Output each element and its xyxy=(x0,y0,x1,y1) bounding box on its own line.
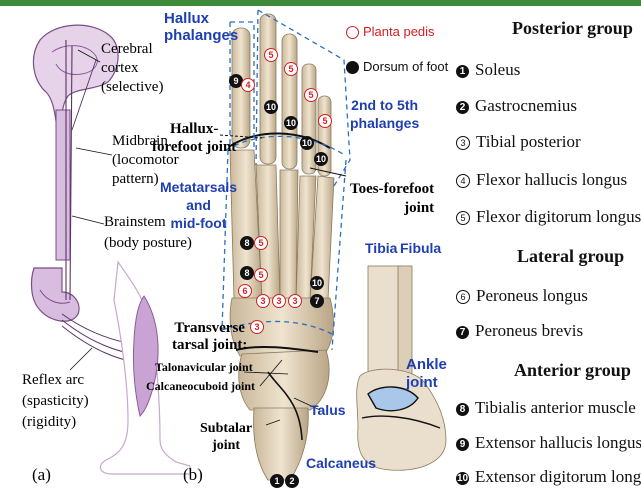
marker-red: 5 xyxy=(264,48,278,62)
talus-label: Talus xyxy=(310,402,346,418)
fibula-label: Fibula xyxy=(400,240,441,256)
reflex-arc-label: Reflex arc (spasticity) (rigidity) xyxy=(22,370,89,433)
marker-dark: 8 xyxy=(240,266,254,280)
legend-lateral-title: Lateral group xyxy=(517,246,624,267)
legend-number: 6 xyxy=(456,290,470,304)
phalanges-2-5-label: 2nd to 5th phalanges xyxy=(350,96,419,132)
legend-label: Extensor digitorum longus xyxy=(475,467,641,486)
marker-red: 3 xyxy=(250,320,264,334)
tibia-label: Tibia xyxy=(365,240,397,256)
ankle-joint-label: Ankle joint xyxy=(406,356,447,392)
legend-label: Gastrocnemius xyxy=(475,96,577,115)
legend-number: 4 xyxy=(456,174,470,188)
marker-red: 5 xyxy=(304,88,318,102)
legend-item-tibial-posterior: 3 Tibial posterior xyxy=(456,132,581,152)
legend-number: 7 xyxy=(456,326,469,339)
calcaneus-label: Calcaneus xyxy=(306,455,376,471)
hallux-forefoot-joint-label: Hallux- forefoot joint xyxy=(152,120,236,156)
legend-label: Flexor hallucis longus xyxy=(476,170,627,189)
key-planta-label: Planta pedis xyxy=(363,24,435,39)
panel-a-label: (a) xyxy=(32,465,51,485)
legend-item-peroneus-longus: 6 Peroneus longus xyxy=(456,286,588,306)
marker-dark: 10 xyxy=(300,136,314,150)
legend-number: 9 xyxy=(456,438,469,451)
marker-dark: 10 xyxy=(314,152,328,166)
legend-number: 8 xyxy=(456,403,469,416)
key-planta-pedis: Planta pedis xyxy=(346,24,435,39)
transverse-tarsal-joint-label: Transverse tarsal joint: xyxy=(172,320,247,354)
marker-red: 5 xyxy=(318,114,332,128)
planta-pedis-swatch-icon xyxy=(346,26,359,39)
talonavicular-joint-label: Talonavicular joint xyxy=(155,360,253,375)
legend-item-extensor-digitorum: 10 Extensor digitorum longus xyxy=(456,467,641,487)
calcaneocuboid-joint-label: Calcaneocuboid joint xyxy=(146,379,255,394)
legend-label: Extensor hallucis longus xyxy=(475,433,641,452)
key-dorsum-of-foot: Dorsum of foot xyxy=(346,59,448,74)
marker-red: 5 xyxy=(284,62,298,76)
metatarsals-label: Metatarsals and mid-foot xyxy=(160,178,237,232)
legend-label: Flexor digitorum longus xyxy=(476,207,641,226)
marker-dark: 1 xyxy=(270,474,284,488)
legend-number: 5 xyxy=(456,211,470,225)
marker-dark: 2 xyxy=(285,474,299,488)
hallux-phalanges-label: Hallux phalanges xyxy=(164,10,238,44)
legend-item-extensor-hallucis: 9 Extensor hallucis longus xyxy=(456,433,641,453)
marker-dark: 7 xyxy=(310,294,324,308)
legend-label: Soleus xyxy=(475,60,520,79)
marker-red: 3 xyxy=(256,294,270,308)
legend-item-soleus: 1 Soleus xyxy=(456,60,520,80)
marker-red: 4 xyxy=(241,78,255,92)
panel-b-label: (b) xyxy=(183,465,203,485)
legend-posterior-title: Posterior group xyxy=(512,18,633,39)
dorsum-swatch-icon xyxy=(346,61,359,74)
legend-item-gastrocnemius: 2 Gastrocnemius xyxy=(456,96,577,116)
key-dorsum-label: Dorsum of foot xyxy=(363,59,448,74)
legend-anterior-title: Anterior group xyxy=(514,360,631,381)
legend-item-tibialis-anterior: 8 Tibialis anterior muscle xyxy=(456,398,636,418)
marker-red: 3 xyxy=(288,294,302,308)
legend-label: Peroneus brevis xyxy=(475,321,583,340)
marker-red: 5 xyxy=(254,236,268,250)
toes-forefoot-joint-label: Toes-forefoot joint xyxy=(350,180,434,218)
legend-number: 2 xyxy=(456,101,469,114)
marker-red: 6 xyxy=(238,284,252,298)
legend-number: 3 xyxy=(456,136,470,150)
marker-dark: 10 xyxy=(310,276,324,290)
legend-label: Peroneus longus xyxy=(476,286,588,305)
legend-item-flexor-hallucis: 4 Flexor hallucis longus xyxy=(456,170,627,190)
legend-item-flexor-digitorum: 5 Flexor digitorum longus xyxy=(456,207,641,227)
legend-item-peroneus-brevis: 7 Peroneus brevis xyxy=(456,321,583,341)
marker-dark: 10 xyxy=(264,100,278,114)
legend-label: Tibialis anterior muscle xyxy=(475,398,636,417)
marker-red: 3 xyxy=(272,294,286,308)
legend-number: 10 xyxy=(456,472,469,485)
marker-dark: 10 xyxy=(284,116,298,130)
marker-dark: 8 xyxy=(240,236,254,250)
subtalar-joint-label: Subtalar joint xyxy=(200,420,252,454)
marker-red: 5 xyxy=(254,268,268,282)
legend-number: 1 xyxy=(456,65,469,78)
legend-label: Tibial posterior xyxy=(476,132,581,151)
